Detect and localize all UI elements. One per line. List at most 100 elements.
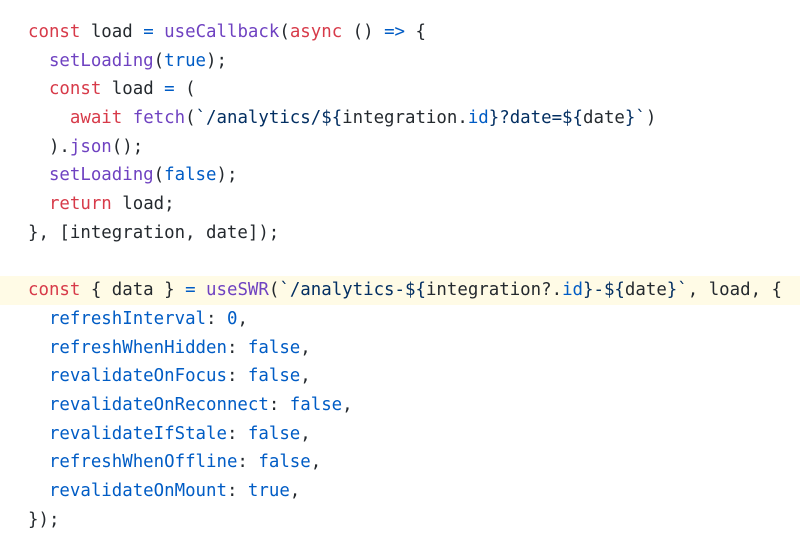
plain-token xyxy=(28,194,49,214)
plain-token: integration?. xyxy=(425,280,563,301)
constant-token: revalidateOnReconnect xyxy=(48,394,269,415)
function-token: fetch xyxy=(132,108,186,129)
constant-token: false xyxy=(289,394,343,415)
plain-token: () xyxy=(342,22,385,42)
code-line: revalidateIfStale: false, xyxy=(0,420,800,449)
constant-token: revalidateOnMount xyxy=(48,481,227,501)
plain-token: { xyxy=(405,22,426,42)
plain-token xyxy=(28,108,70,128)
plain-token: ( xyxy=(185,108,196,129)
string-token: }` xyxy=(666,280,688,301)
plain-token xyxy=(196,280,206,300)
plain-token: : xyxy=(226,423,248,444)
code-line: ).json(); xyxy=(0,133,800,162)
plain-token: date xyxy=(624,280,667,301)
plain-token: : xyxy=(268,394,290,415)
plain-token xyxy=(28,424,49,444)
function-token: json xyxy=(69,136,112,157)
plain-token xyxy=(28,338,49,358)
plain-token: , load, { xyxy=(687,280,782,301)
plain-token xyxy=(28,165,49,185)
keyword-token: await xyxy=(69,108,123,129)
plain-token xyxy=(28,51,49,71)
plain-token: }, [integration, date]); xyxy=(28,222,280,243)
plain-token: ( xyxy=(153,50,165,71)
plain-token: (); xyxy=(111,136,144,157)
plain-token: , xyxy=(300,366,311,387)
function-token: useCallback xyxy=(164,22,280,42)
plain-token xyxy=(28,366,49,386)
code-line: }, [integration, date]); xyxy=(0,219,800,248)
plain-token: }); xyxy=(28,509,60,530)
plain-token: load; xyxy=(111,194,175,215)
plain-token: , xyxy=(310,452,322,473)
keyword-token: const xyxy=(28,280,81,301)
plain-token xyxy=(154,22,164,42)
plain-token: : xyxy=(226,481,248,501)
constant-token: 0 xyxy=(226,308,238,329)
constant-token: revalidateIfStale xyxy=(48,423,227,444)
plain-token: ) xyxy=(645,108,657,129)
code-line: }); xyxy=(0,506,800,535)
code-line: refreshWhenOffline: false, xyxy=(0,448,800,477)
keyword-token: return xyxy=(48,194,112,215)
string-token: }-${ xyxy=(583,280,625,301)
plain-token: , xyxy=(342,394,353,415)
constant-token: id xyxy=(562,280,584,301)
code-line: revalidateOnMount: true, xyxy=(0,477,800,506)
constant-token: refreshWhenHidden xyxy=(48,337,227,358)
constant-token: revalidateOnFocus xyxy=(48,366,227,387)
string-token: }?date=${ xyxy=(488,108,583,129)
constant-token: = xyxy=(185,280,196,301)
constant-token: => xyxy=(384,22,406,42)
constant-token: id xyxy=(467,108,489,129)
code-line xyxy=(0,248,800,277)
plain-token: ( xyxy=(268,280,280,301)
plain-token: , xyxy=(300,337,311,358)
string-token: `/analytics-${ xyxy=(279,280,426,301)
plain-token: : xyxy=(237,452,259,473)
plain-token: ). xyxy=(28,136,70,157)
plain-token: load xyxy=(80,22,144,42)
code-block[interactable]: const load = useCallback(async () => { s… xyxy=(0,18,800,534)
plain-token: load xyxy=(101,79,165,100)
plain-token xyxy=(28,395,49,415)
plain-token xyxy=(28,452,49,472)
constant-token: refreshInterval xyxy=(48,308,207,329)
keyword-token: async xyxy=(289,22,343,42)
plain-token: ( xyxy=(174,79,196,100)
code-line-highlighted: const { data } = useSWR(`/analytics-${in… xyxy=(0,276,800,305)
plain-token xyxy=(28,481,49,501)
plain-token: : xyxy=(206,308,227,329)
plain-token xyxy=(122,108,132,128)
function-token: setLoading xyxy=(48,50,154,71)
plain-token: , xyxy=(289,481,301,501)
constant-token: = xyxy=(164,79,175,100)
constant-token: false xyxy=(247,366,301,387)
code-line: revalidateOnFocus: false, xyxy=(0,362,800,391)
code-line: setLoading(true); xyxy=(0,47,800,76)
plain-token: { data } xyxy=(80,280,186,301)
string-token: `/analytics/${ xyxy=(195,108,343,129)
code-line: const load = useCallback(async () => { xyxy=(0,18,800,47)
code-line: await fetch(`/analytics/${integration.id… xyxy=(0,104,800,133)
code-line: refreshInterval: 0, xyxy=(0,305,800,334)
string-token: }` xyxy=(624,108,646,129)
constant-token: false xyxy=(258,452,311,473)
plain-token: ( xyxy=(279,22,290,42)
code-line: const load = ( xyxy=(0,75,800,104)
constant-token: false xyxy=(164,165,217,186)
code-line: return load; xyxy=(0,190,800,219)
plain-token: , xyxy=(300,423,311,444)
plain-token: integration. xyxy=(342,108,468,129)
plain-token xyxy=(28,309,49,329)
constant-token: = xyxy=(143,22,154,42)
plain-token: ( xyxy=(153,165,165,186)
plain-token: : xyxy=(226,337,248,358)
constant-token: refreshWhenOffline xyxy=(48,452,238,473)
plain-token xyxy=(28,79,49,99)
constant-token: false xyxy=(247,337,301,358)
keyword-token: const xyxy=(48,79,102,100)
plain-token: , xyxy=(237,308,248,329)
plain-token: date xyxy=(583,108,625,129)
